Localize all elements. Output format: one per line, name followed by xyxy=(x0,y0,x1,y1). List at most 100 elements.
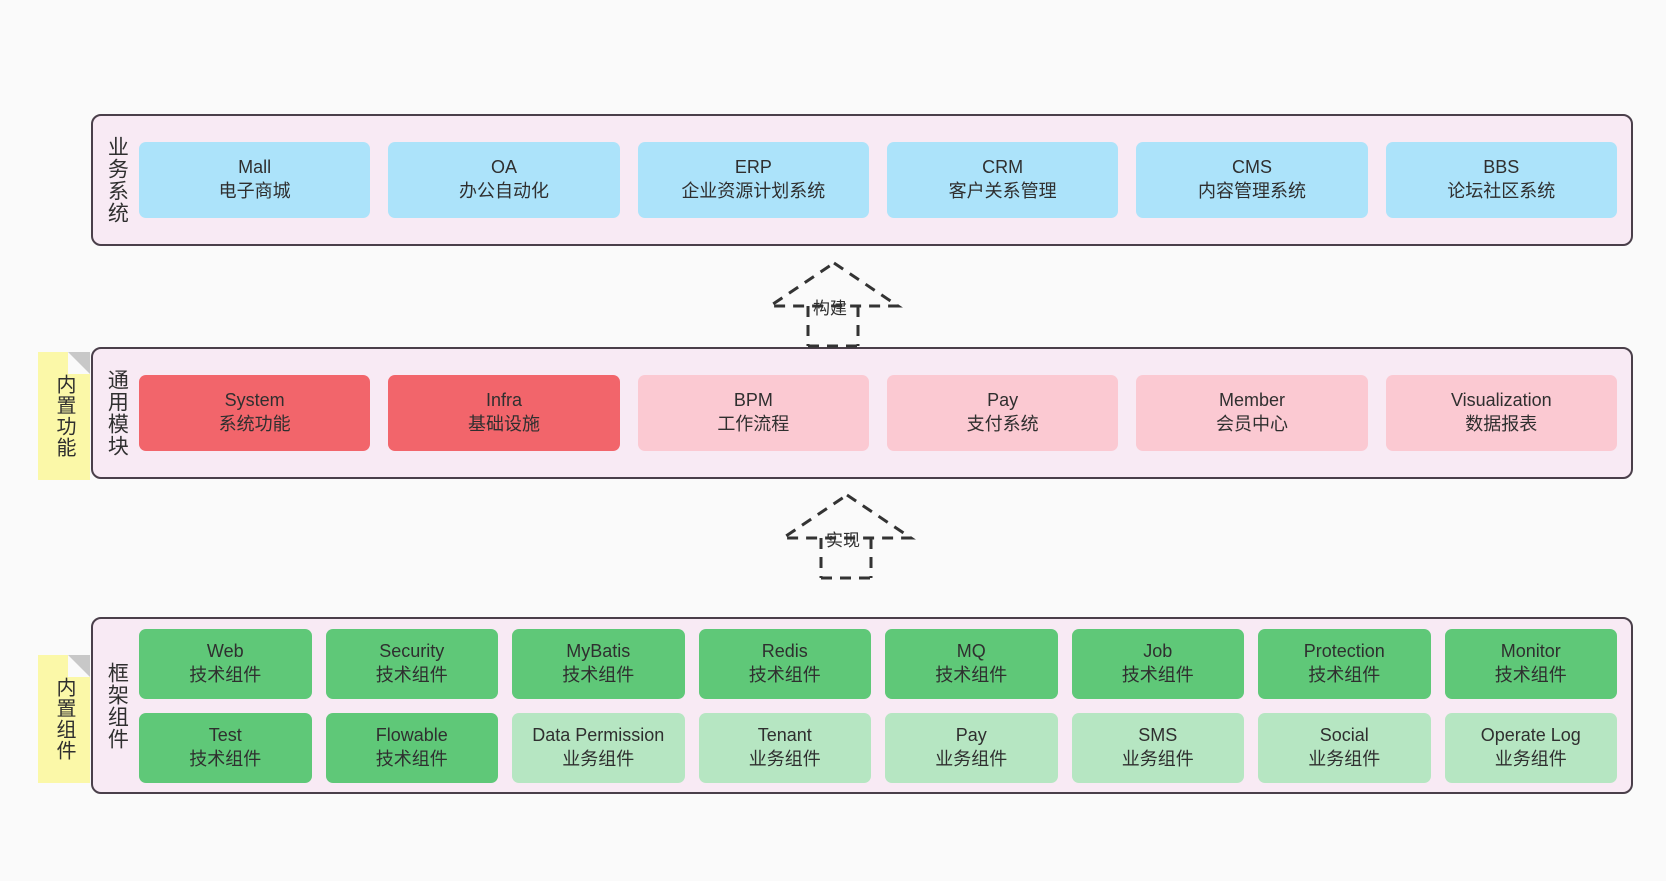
card-title: Web xyxy=(206,640,244,661)
card-bbs[interactable]: BBS 论坛社区系统 xyxy=(1385,142,1617,218)
card-operate-log[interactable]: Operate Log 业务组件 xyxy=(1444,712,1617,783)
card-subtitle: 办公自动化 xyxy=(458,181,549,201)
card-title: Redis xyxy=(761,640,808,661)
card-mall[interactable]: Mall 电子商城 xyxy=(139,142,371,218)
card-title: MyBatis xyxy=(566,640,631,661)
card-subtitle: 基础设施 xyxy=(467,414,540,434)
card-subtitle: 企业资源计划系统 xyxy=(681,181,826,201)
connector-build: 构建 xyxy=(760,258,908,348)
card-title: Flowable xyxy=(375,724,448,745)
card-system[interactable]: System 系统功能 xyxy=(139,375,371,451)
card-subtitle: 技术组件 xyxy=(189,664,262,685)
card-member[interactable]: Member 会员中心 xyxy=(1136,375,1368,451)
card-crm[interactable]: CRM 客户关系管理 xyxy=(886,142,1119,218)
card-oa[interactable]: OA 办公自动化 xyxy=(388,142,620,218)
card-title: Monitor xyxy=(1500,640,1561,661)
card-title: Infra xyxy=(485,390,522,411)
card-subtitle: 工作流程 xyxy=(717,414,790,434)
card-subtitle: 技术组件 xyxy=(1308,664,1381,685)
card-job[interactable]: Job 技术组件 xyxy=(1071,628,1244,699)
card-title: OA xyxy=(490,157,517,178)
card-security[interactable]: Security 技术组件 xyxy=(325,628,498,699)
card-subtitle: 技术组件 xyxy=(562,664,635,685)
card-subtitle: 业务组件 xyxy=(1494,748,1567,769)
layer-body-common-modules: System 系统功能 Infra 基础设施 BPM 工作流程 Pay 支付系统… xyxy=(139,349,1631,477)
card-cms[interactable]: CMS 内容管理系统 xyxy=(1136,142,1368,218)
layer-business-systems: 业务系统 Mall 电子商城 OA 办公自动化 ERP 企业资源计划系统 CRM… xyxy=(91,114,1633,246)
card-title: BBS xyxy=(1483,157,1520,178)
card-subtitle: 支付系统 xyxy=(966,414,1039,434)
card-bpm[interactable]: BPM 工作流程 xyxy=(637,375,869,451)
layer-common-modules: 通用模块 System 系统功能 Infra 基础设施 BPM 工作流程 Pay… xyxy=(91,347,1633,479)
card-subtitle: 技术组件 xyxy=(748,664,821,685)
note-fold-icon xyxy=(68,655,90,677)
connector-implement: 实现 xyxy=(773,490,921,580)
note-builtin-features: 内置功能 xyxy=(38,352,90,480)
card-subtitle: 系统功能 xyxy=(218,414,291,434)
card-row: System 系统功能 Infra 基础设施 BPM 工作流程 Pay 支付系统… xyxy=(139,375,1617,451)
layer-framework-components: 框架组件 Web 技术组件 Security 技术组件 MyBatis 技术组件… xyxy=(91,617,1633,794)
card-mybatis[interactable]: MyBatis 技术组件 xyxy=(512,628,685,699)
card-subtitle: 业务组件 xyxy=(1308,748,1381,769)
card-title: Protection xyxy=(1303,640,1385,661)
card-subtitle: 技术组件 xyxy=(1494,664,1567,685)
card-social[interactable]: Social 业务组件 xyxy=(1258,712,1431,783)
card-flowable[interactable]: Flowable 技术组件 xyxy=(325,712,498,783)
card-monitor[interactable]: Monitor 技术组件 xyxy=(1444,628,1617,699)
layer-title-common-modules: 通用模块 xyxy=(105,369,129,457)
card-row: Mall 电子商城 OA 办公自动化 ERP 企业资源计划系统 CRM 客户关系… xyxy=(139,142,1617,218)
card-title: Pay xyxy=(987,390,1019,411)
note-fold-icon xyxy=(68,352,90,374)
card-sms[interactable]: SMS 业务组件 xyxy=(1071,712,1244,783)
card-pay-business[interactable]: Pay 业务组件 xyxy=(885,712,1058,783)
card-title: Job xyxy=(1143,640,1173,661)
card-redis[interactable]: Redis 技术组件 xyxy=(698,628,871,699)
layer-title-business-systems: 业务系统 xyxy=(105,136,129,224)
card-web[interactable]: Web 技术组件 xyxy=(139,628,312,699)
card-row: Web 技术组件 Security 技术组件 MyBatis 技术组件 Redi… xyxy=(139,628,1617,699)
card-subtitle: 业务组件 xyxy=(748,748,821,769)
card-subtitle: 业务组件 xyxy=(562,748,635,769)
layer-body-framework-components: Web 技术组件 Security 技术组件 MyBatis 技术组件 Redi… xyxy=(139,619,1631,792)
card-title: MQ xyxy=(956,640,986,661)
card-subtitle: 技术组件 xyxy=(935,664,1008,685)
layer-title-framework-components: 框架组件 xyxy=(105,661,129,750)
card-test[interactable]: Test 技术组件 xyxy=(139,712,312,783)
layer-body-business-systems: Mall 电子商城 OA 办公自动化 ERP 企业资源计划系统 CRM 客户关系… xyxy=(139,116,1631,244)
card-title: Mall xyxy=(238,157,272,178)
card-mq[interactable]: MQ 技术组件 xyxy=(885,628,1058,699)
card-erp[interactable]: ERP 企业资源计划系统 xyxy=(637,142,869,218)
note-builtin-components: 内置组件 xyxy=(38,655,90,783)
card-row: Test 技术组件 Flowable 技术组件 Data Permission … xyxy=(139,712,1617,783)
card-pay[interactable]: Pay 支付系统 xyxy=(886,375,1119,451)
card-title: Tenant xyxy=(757,724,812,745)
card-infra[interactable]: Infra 基础设施 xyxy=(388,375,620,451)
card-visualization[interactable]: Visualization 数据报表 xyxy=(1385,375,1617,451)
card-protection[interactable]: Protection 技术组件 xyxy=(1258,628,1431,699)
card-subtitle: 业务组件 xyxy=(935,748,1008,769)
note-label: 内置组件 xyxy=(53,677,75,761)
card-data-permission[interactable]: Data Permission 业务组件 xyxy=(512,712,685,783)
card-subtitle: 会员中心 xyxy=(1215,414,1288,434)
card-subtitle: 技术组件 xyxy=(1121,664,1194,685)
card-subtitle: 数据报表 xyxy=(1465,414,1538,434)
card-subtitle: 论坛社区系统 xyxy=(1447,181,1556,201)
card-title: Operate Log xyxy=(1480,724,1581,745)
card-title: BPM xyxy=(733,390,773,411)
card-subtitle: 客户关系管理 xyxy=(948,181,1057,201)
card-title: Member xyxy=(1218,390,1285,411)
card-subtitle: 内容管理系统 xyxy=(1197,181,1306,201)
card-title: CRM xyxy=(982,157,1024,178)
connector-implement-label: 实现 xyxy=(826,531,860,550)
card-title: System xyxy=(224,390,285,411)
card-subtitle: 技术组件 xyxy=(375,748,448,769)
card-subtitle: 技术组件 xyxy=(189,748,262,769)
connector-build-label: 构建 xyxy=(813,299,847,318)
card-subtitle: 电子商城 xyxy=(218,181,291,201)
note-label: 内置功能 xyxy=(53,374,75,458)
card-subtitle: 技术组件 xyxy=(375,664,448,685)
card-title: Test xyxy=(208,724,242,745)
card-title: Social xyxy=(1319,724,1369,745)
card-tenant[interactable]: Tenant 业务组件 xyxy=(698,712,871,783)
card-title: Security xyxy=(379,640,445,661)
